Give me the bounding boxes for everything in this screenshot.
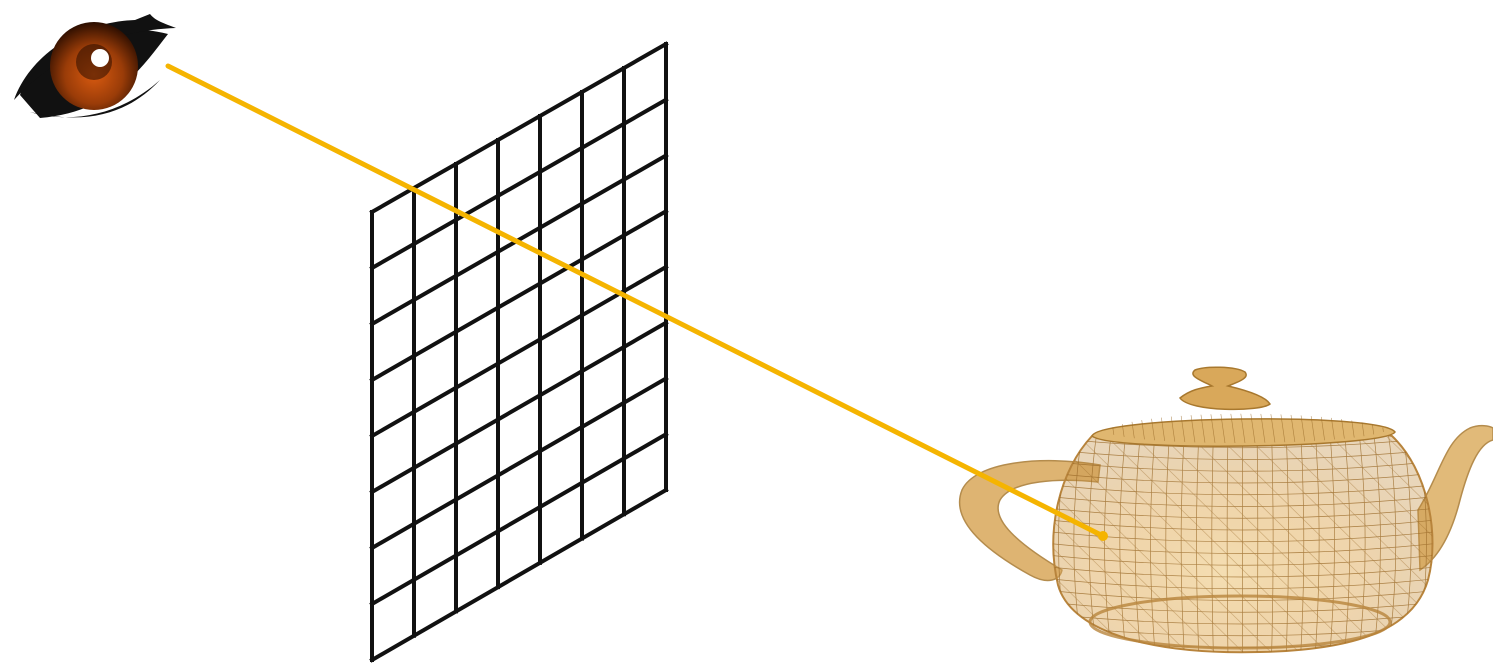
teapot-lid-line bbox=[1229, 413, 1237, 444]
teapot-diagonal bbox=[1234, 424, 1433, 653]
grid-row-line bbox=[369, 41, 669, 215]
ray bbox=[165, 63, 1108, 541]
grid-row-line bbox=[369, 97, 669, 271]
teapot-diagonal bbox=[1346, 424, 1433, 653]
teapot-meridian bbox=[1357, 424, 1366, 653]
teapot-parallel bbox=[1053, 459, 1433, 472]
eye-icon bbox=[14, 14, 176, 122]
teapot-lid-line bbox=[1400, 408, 1406, 450]
grid-row-line bbox=[369, 208, 669, 383]
teapot-diagonal bbox=[759, 425, 999, 660]
teapot-diagonal bbox=[1053, 424, 1196, 653]
teapot-diagonal bbox=[1318, 424, 1433, 653]
teapot-parallel bbox=[1053, 506, 1433, 519]
grid-row-line bbox=[369, 375, 669, 551]
teapot-parallel bbox=[1053, 495, 1433, 507]
teapot-diagonal bbox=[1053, 424, 1280, 653]
teapot-diagonal bbox=[1178, 424, 1420, 653]
teapot-diagonal bbox=[1066, 424, 1308, 653]
teapot-parallel bbox=[1053, 612, 1433, 625]
teapot-meridian bbox=[1328, 424, 1335, 653]
teapot-meridian bbox=[1226, 424, 1229, 653]
teapot-meridian bbox=[1196, 424, 1200, 653]
teapot-parallel bbox=[1053, 553, 1433, 566]
teapot-parallel bbox=[1053, 518, 1433, 531]
teapot-diagonal bbox=[1053, 424, 1252, 653]
teapot-meridian bbox=[1211, 424, 1214, 653]
teapot-diagonal bbox=[1487, 425, 1493, 660]
teapot-parallel bbox=[1040, 660, 1445, 670]
teapot-diagonal bbox=[1053, 424, 1224, 653]
teapot-diagonal bbox=[1053, 424, 1140, 653]
grid-row-line bbox=[369, 431, 669, 607]
teapot-meridian bbox=[1343, 424, 1351, 653]
grid-row-line bbox=[369, 264, 669, 439]
teapot-parallel bbox=[1053, 577, 1433, 590]
teapot-meridian bbox=[1314, 424, 1320, 653]
teapot-meridian bbox=[1134, 424, 1142, 653]
teapot-diagonal bbox=[1290, 424, 1433, 653]
teapot-meridian bbox=[1285, 424, 1289, 653]
teapot-meridian bbox=[1300, 424, 1305, 653]
teapot-parallel bbox=[1053, 589, 1433, 601]
teapot-diagonal bbox=[1094, 424, 1336, 653]
wireframe-teapot-icon bbox=[731, 366, 1493, 670]
teapot-spout bbox=[1417, 424, 1493, 572]
grid-row-line bbox=[369, 487, 669, 663]
teapot-parallel bbox=[1053, 600, 1433, 613]
teapot-parallel bbox=[1053, 542, 1433, 554]
teapot-parallel bbox=[1053, 436, 1433, 449]
teapot-meridian bbox=[1119, 424, 1128, 653]
teapot-meridian bbox=[1165, 424, 1171, 653]
teapot-meridian bbox=[1271, 424, 1274, 653]
teapot-meridian bbox=[1150, 424, 1157, 653]
teapot-meridian bbox=[1180, 424, 1185, 653]
teapot-diagonal bbox=[731, 425, 971, 660]
teapot-parallel bbox=[1053, 565, 1433, 578]
teapot-lid-line bbox=[1239, 413, 1247, 444]
grid-row-line bbox=[369, 320, 669, 495]
teapot-parallel bbox=[1053, 448, 1433, 460]
teapot-parallel bbox=[1053, 530, 1433, 543]
eye-highlight bbox=[91, 49, 109, 67]
teapot-lid-knob bbox=[1178, 366, 1271, 411]
teapot-parallel bbox=[1053, 471, 1433, 484]
ray-hit-point bbox=[1098, 531, 1108, 541]
image-plane-grid bbox=[369, 41, 669, 663]
teapot-diagonal bbox=[1262, 424, 1433, 653]
teapot-diagonal bbox=[1150, 424, 1392, 653]
teapot-diagonal bbox=[1053, 424, 1168, 653]
teapot-parallel bbox=[1053, 483, 1433, 496]
teapot-meridian bbox=[1256, 424, 1259, 653]
teapot-diagonal bbox=[1122, 424, 1364, 653]
